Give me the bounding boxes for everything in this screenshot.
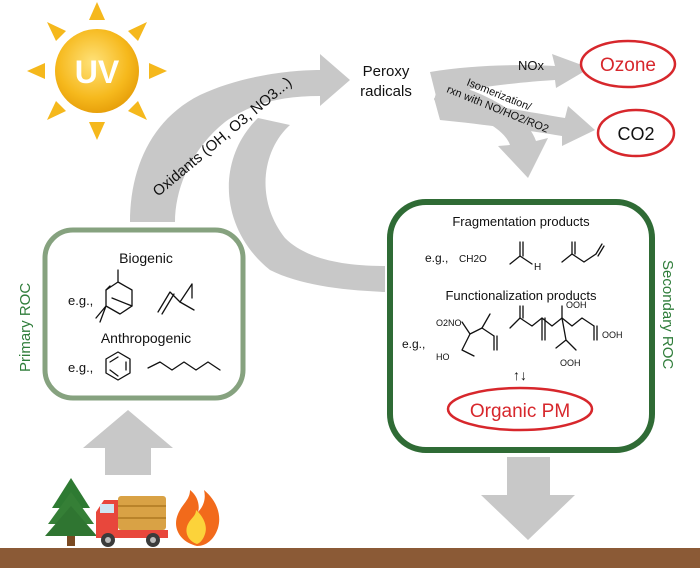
methylglyoxal-structure (561, 241, 605, 263)
isomerization-arrow (434, 80, 548, 178)
primary-roc-box (42, 227, 246, 401)
oxidants-arrow (130, 54, 350, 222)
ooh-right-label: OOH (602, 330, 623, 340)
primary-roc-label: Primary ROC (17, 283, 34, 372)
peroxy-line2: radicals (360, 83, 412, 100)
ooh-top-label: OOH (566, 300, 587, 310)
ho-label: HO (436, 352, 450, 362)
formaldehyde-label: CH2O (459, 254, 487, 265)
organic-pm-badge (446, 386, 594, 432)
hydroperoxide-structure (509, 305, 598, 351)
ozone-label: Ozone (600, 55, 656, 76)
uv-label: UV (75, 54, 120, 90)
sun-icon: UV (27, 2, 167, 140)
secondary-roc-label: Secondary ROC (659, 260, 676, 369)
functionalization-eg: e.g., (402, 337, 425, 351)
ooh-bottom-label: OOH (560, 358, 581, 368)
truck-icon (96, 496, 168, 547)
acetaldehyde-structure (509, 241, 533, 265)
fire-icon (176, 490, 220, 546)
fragmentation-eg: e.g., (425, 251, 448, 265)
anthropogenic-heading: Anthropogenic (101, 330, 191, 346)
return-arrow (228, 118, 385, 292)
nox-label: NOx (518, 58, 545, 73)
acetaldehyde-h-label: H (534, 262, 541, 273)
biogenic-heading: Biogenic (119, 250, 173, 266)
alpha-pinene-structure (95, 269, 133, 323)
o2no-label: O2NO (436, 318, 462, 328)
fragmentation-heading: Fragmentation products (452, 214, 590, 229)
benzene-structure (105, 351, 131, 381)
co2-badge (596, 108, 676, 158)
equilibrium-arrows: ↑↓ (513, 367, 527, 383)
organic-pm-label: Organic PM (470, 401, 570, 422)
deposition-arrow (481, 457, 575, 540)
ground-strip (0, 548, 700, 568)
nox-arrow (430, 54, 590, 96)
functionalization-heading: Functionalization products (445, 288, 597, 303)
co2-label: CO2 (617, 124, 654, 144)
isoprene-structure (157, 283, 195, 315)
biogenic-eg: e.g., (68, 293, 93, 308)
nitrate-structure (461, 313, 498, 357)
hexane-structure (147, 361, 221, 371)
emission-arrow (83, 410, 173, 475)
tree-icon (45, 478, 97, 546)
ozone-badge (579, 39, 677, 89)
secondary-roc-box (387, 199, 655, 453)
peroxy-line1: Peroxy (363, 63, 410, 80)
anthropogenic-eg: e.g., (68, 360, 93, 375)
